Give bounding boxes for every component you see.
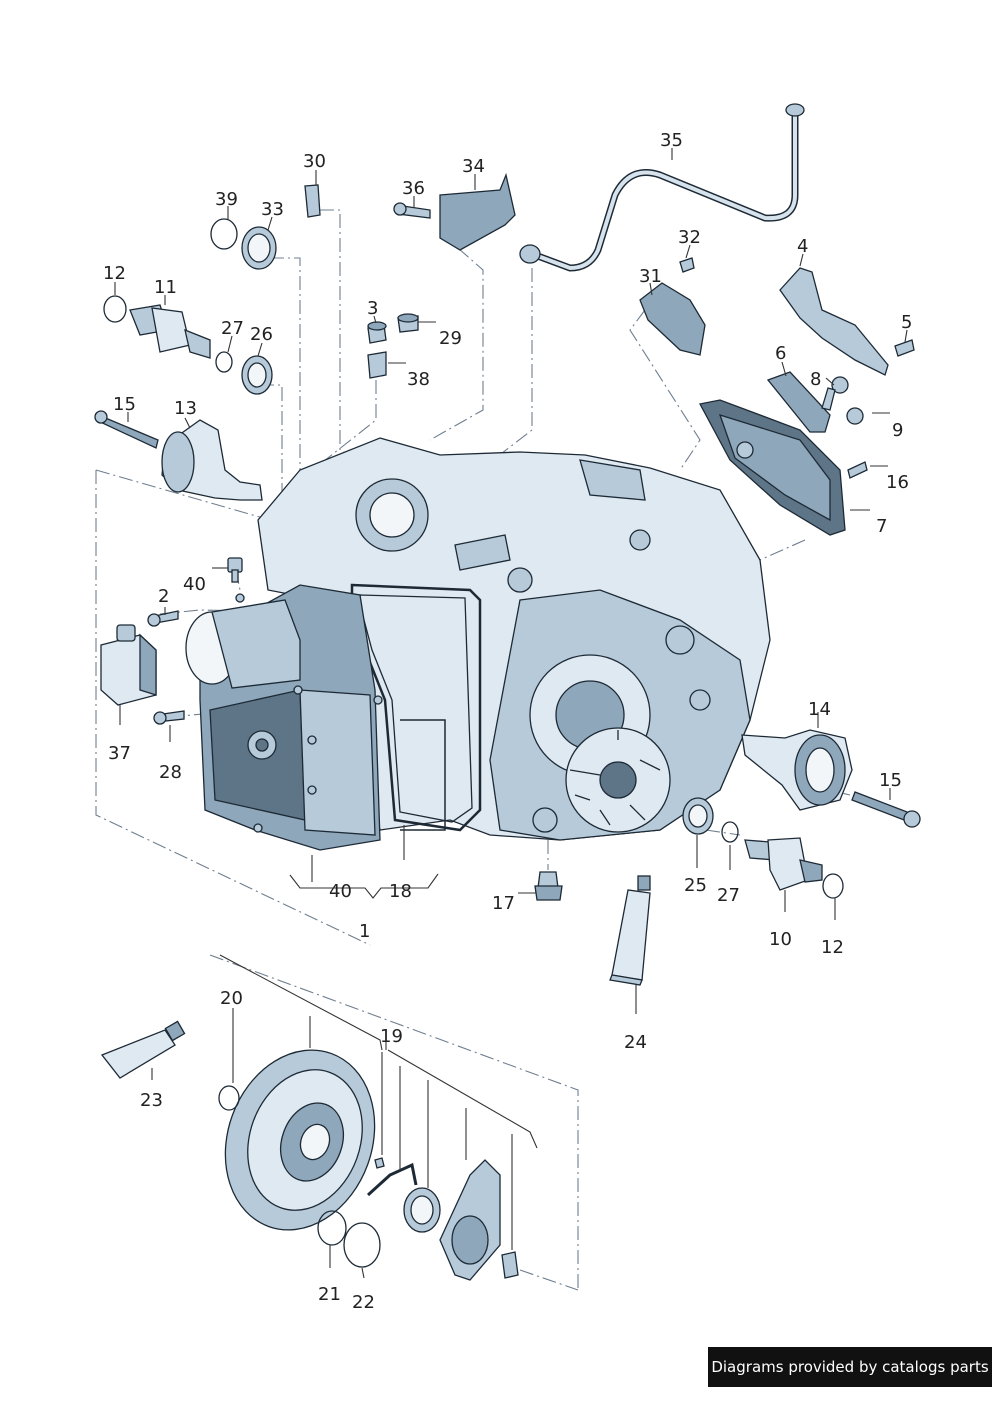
callout-19: 19 — [380, 1026, 403, 1047]
callout-22: 22 — [352, 1292, 375, 1313]
part-14-flange — [741, 729, 921, 828]
part-10-flange-shaft — [744, 837, 823, 891]
callout-23: 23 — [140, 1090, 163, 1111]
part-11-flange-shaft — [129, 304, 211, 359]
gearbox-housing — [257, 437, 771, 841]
callout-5: 5 — [901, 312, 912, 333]
callout-30: 30 — [303, 151, 326, 172]
part-23-grease-tube — [100, 1020, 186, 1079]
small-bolts — [147, 557, 243, 725]
callout-16: 16 — [886, 472, 909, 493]
callout-39: 39 — [215, 189, 238, 210]
callout-4: 4 — [797, 236, 808, 257]
callout-20: 20 — [220, 988, 243, 1009]
callout-38: 38 — [407, 369, 430, 390]
part-30-clip — [304, 184, 321, 218]
part-35-breather-pipe — [519, 103, 805, 272]
callout-8: 8 — [810, 369, 821, 390]
part-4-bracket — [766, 267, 915, 433]
part-13-flange — [94, 410, 263, 501]
seal-rings — [103, 218, 844, 899]
callout-10: 10 — [769, 929, 792, 950]
callout-14: 14 — [808, 699, 831, 720]
callout-27-right: 27 — [717, 885, 740, 906]
callout-27-left: 27 — [221, 318, 244, 339]
watermark-banner: Diagrams provided by catalogs parts — [708, 1347, 992, 1387]
callout-12-right: 12 — [821, 937, 844, 958]
callout-29: 29 — [439, 328, 462, 349]
callout-36: 36 — [402, 178, 425, 199]
callout-9: 9 — [892, 420, 903, 441]
callout-7: 7 — [876, 516, 887, 537]
callout-35: 35 — [660, 130, 683, 151]
callout-40-bottom: 40 — [329, 881, 352, 902]
callout-28: 28 — [159, 762, 182, 783]
callout-15-left: 15 — [113, 394, 136, 415]
callout-25: 25 — [684, 875, 707, 896]
leader-lines — [114, 148, 908, 1279]
plugs-3-29-38 — [367, 313, 419, 379]
callout-26: 26 — [250, 324, 273, 345]
callout-12-left: 12 — [103, 263, 126, 284]
part-37-oil-bottle — [100, 624, 157, 706]
callout-labels: 1 2 3 4 5 6 7 8 9 10 11 12 12 13 14 15 1… — [103, 130, 912, 1313]
callout-15-right: 15 — [879, 770, 902, 791]
callout-34: 34 — [462, 156, 485, 177]
callout-40-top: 40 — [183, 574, 206, 595]
callout-1: 1 — [359, 921, 370, 942]
callout-33: 33 — [261, 199, 284, 220]
callout-3: 3 — [367, 298, 378, 319]
callout-13: 13 — [174, 398, 197, 419]
callout-32: 32 — [678, 227, 701, 248]
part-31-sensor-bracket — [639, 257, 706, 356]
mechatronic-unit — [185, 584, 383, 851]
part-34-bracket — [393, 172, 516, 251]
callout-2: 2 — [158, 586, 169, 607]
callout-31: 31 — [639, 266, 662, 287]
clutch-assembly — [218, 1049, 519, 1281]
callout-17: 17 — [492, 893, 515, 914]
part-24-grease-tube — [609, 875, 651, 986]
part-7-cover — [699, 399, 868, 536]
callout-11: 11 — [154, 277, 177, 298]
callout-18: 18 — [389, 881, 412, 902]
callout-37: 37 — [108, 743, 131, 764]
callout-6: 6 — [775, 343, 786, 364]
callout-24: 24 — [624, 1032, 647, 1053]
callout-21: 21 — [318, 1284, 341, 1305]
part-17-drain-plug — [534, 871, 563, 901]
